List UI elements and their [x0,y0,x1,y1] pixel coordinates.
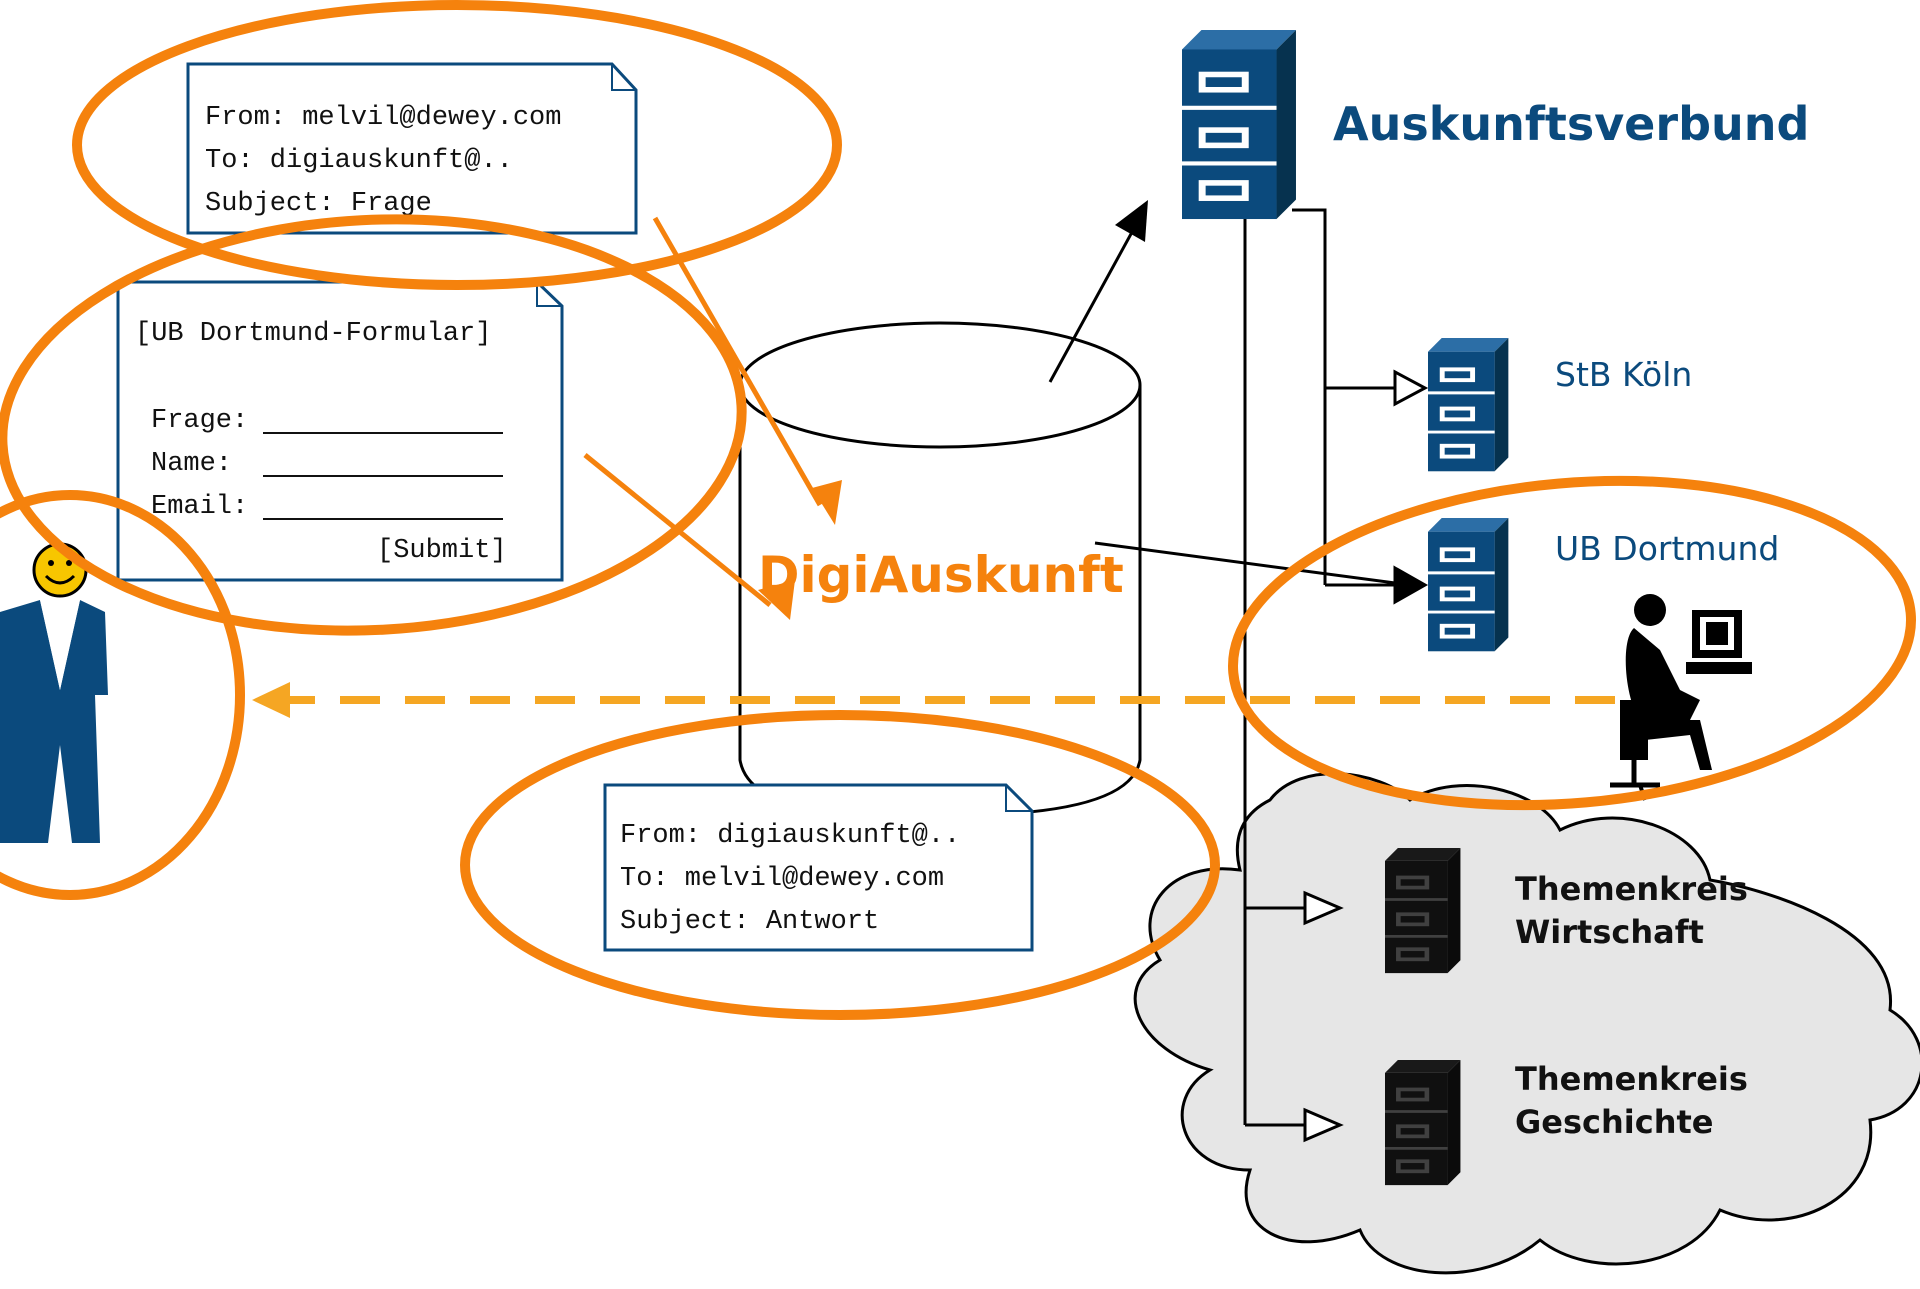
verbund-title: Auskunftsverbund [1333,97,1809,151]
ub-dortmund-label: UB Dortmund [1555,529,1779,568]
email-in-from: From: melvil@dewey.com [205,103,561,133]
ub-dortmund-link [1094,541,1411,587]
network-lines [1243,208,1429,1143]
librarian-at-computer-icon [1610,594,1752,801]
theme2-line2: Geschichte [1515,1103,1713,1141]
topic-cloud [1133,772,1920,1275]
highlight-email-out [460,710,1220,1020]
user-figure-icon [0,542,108,843]
email-in-subject: Subject: Frage [205,189,432,219]
form-title: [UB Dortmund-Formular] [135,319,491,349]
form-email-label: Email: [151,492,248,522]
email-out-to: To: melvil@dewey.com [620,864,944,894]
form-submit-label: [Submit] [377,536,507,566]
theme1-line1: Themenkreis [1515,870,1748,908]
digiauskunft-label: DigiAuskunft [758,546,1124,604]
form-name-label: Name: [151,449,232,479]
theme1-line2: Wirtschaft [1515,913,1704,951]
email-out-subject: Subject: Antwort [620,907,879,937]
filing-cabinet-icon [1383,1058,1462,1187]
ub-dortmund-form-document: [UB Dortmund-Formular] Frage: Name: Emai… [116,280,564,582]
filing-cabinet-icon [1426,336,1510,473]
highlight-ub-dortmund [1228,475,1916,811]
stb-koeln-label: StB Köln [1555,355,1692,394]
arrowhead-up-icon [1115,200,1148,242]
theme2-line1: Themenkreis [1515,1060,1748,1098]
incoming-email-document: From: melvil@dewey.com To: digiauskunft@… [186,62,638,235]
outgoing-email-document: From: digiauskunft@.. To: melvil@dewey.c… [603,783,1034,952]
email-out-from: From: digiauskunft@.. [620,821,960,851]
filing-cabinet-icon [1182,30,1296,219]
filing-cabinet-icon [1383,846,1462,975]
incoming-orange-arrows [583,216,842,620]
filing-cabinet-icon [1426,516,1510,653]
arrowhead-left-icon [252,682,290,718]
highlight-form [0,214,747,636]
cylinder-to-verbund-arrow [1048,211,1145,383]
email-in-to: To: digiauskunft@.. [205,146,513,176]
highlight-user [0,490,245,900]
highlight-email-in [72,0,842,290]
highlight-ellipses [0,0,1916,1020]
form-frage-label: Frage: [151,406,248,436]
